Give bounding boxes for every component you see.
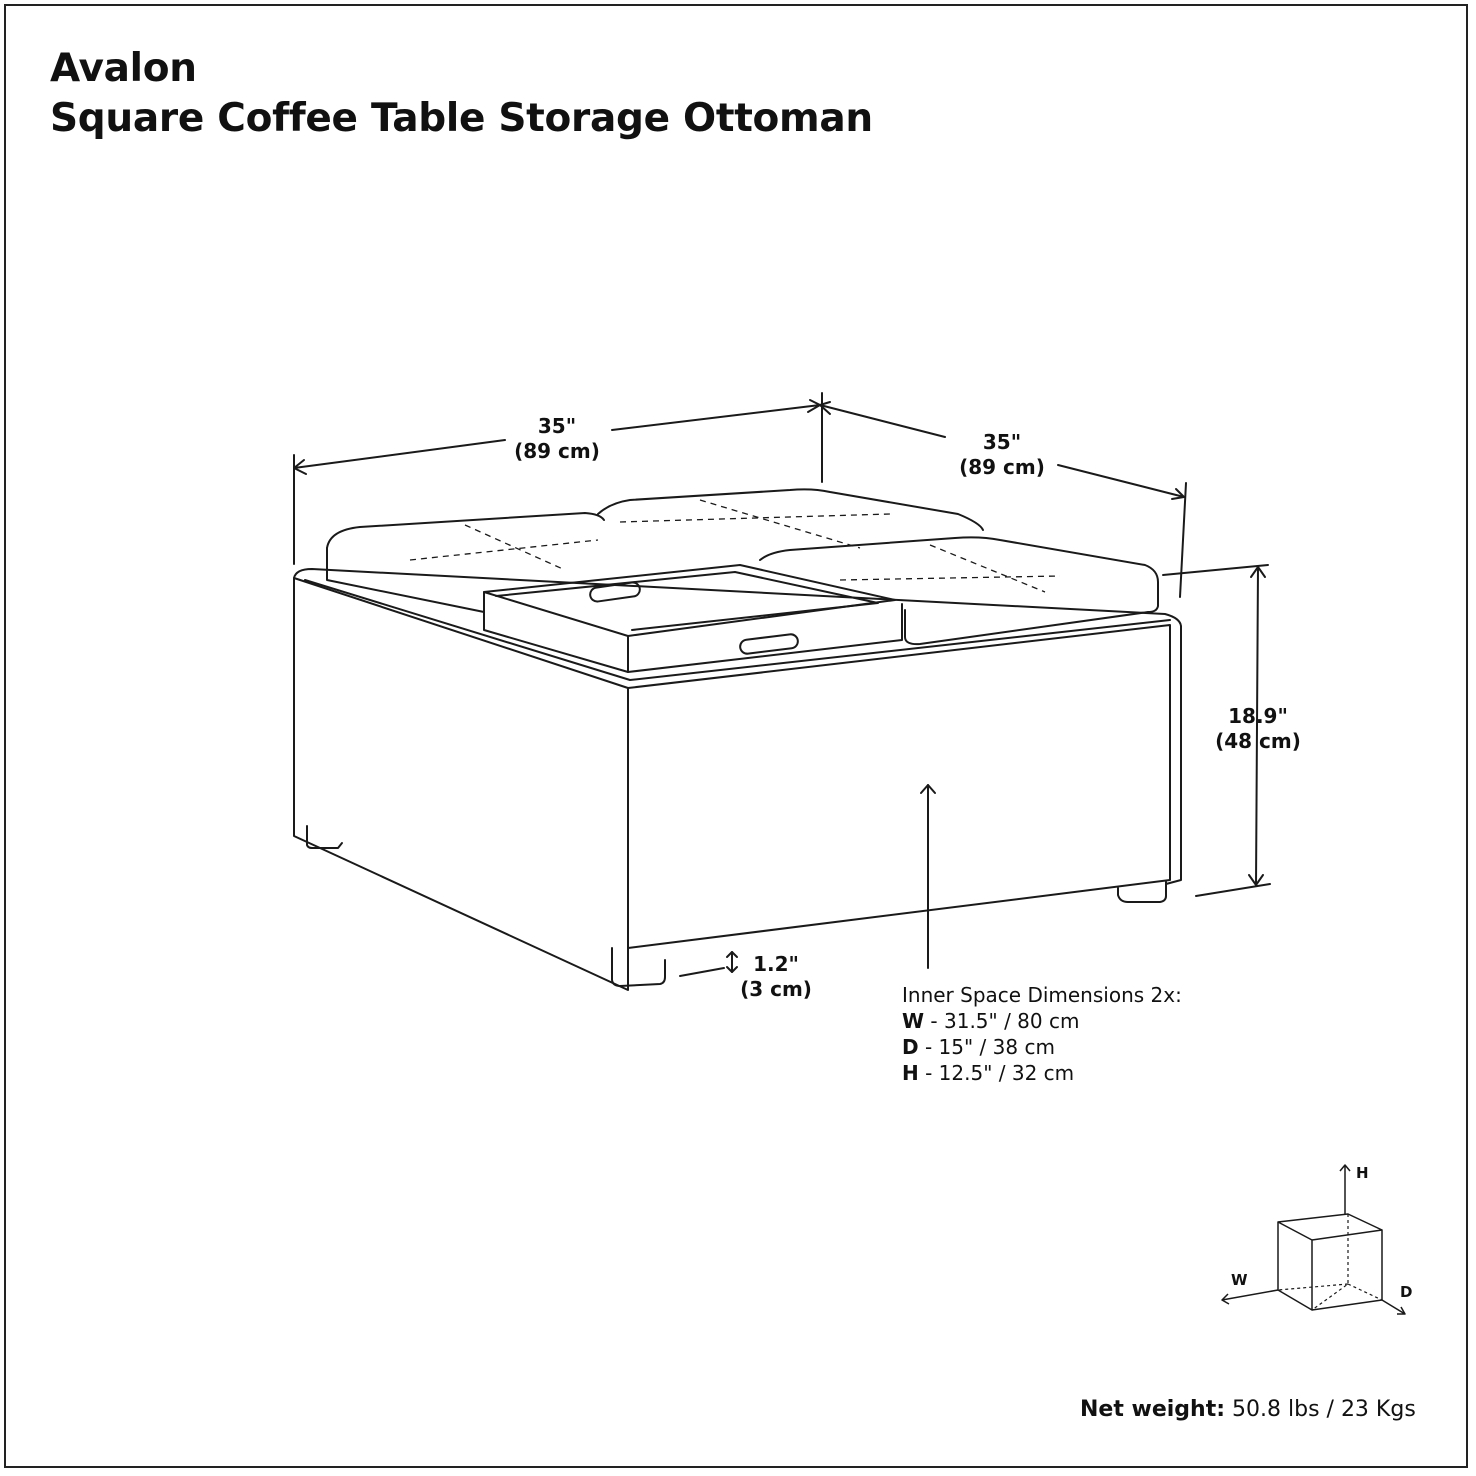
inner-space-value: - 31.5" / 80 cm (924, 1009, 1080, 1033)
axis-cube-front (1277, 1221, 1313, 1311)
dim-width-label: 35" (89 cm) (497, 414, 617, 464)
dim-height-imperial: 18.9" (1228, 704, 1288, 728)
net-weight-value: 50.8 lbs / 23 Kgs (1225, 1397, 1416, 1422)
arrowhead (1171, 488, 1185, 500)
net-weight-label: Net weight: (1080, 1397, 1226, 1422)
dim-width-imperial: 35" (537, 414, 577, 438)
cushion-back-left (326, 512, 605, 549)
inner-space-row-d: D - 15" / 38 cm (902, 1034, 1182, 1060)
product-subtitle: Square Coffee Table Storage Ottoman (50, 96, 873, 141)
dim-height-line (1255, 566, 1259, 886)
stitch-line (839, 575, 1061, 581)
stitch-line (929, 544, 1046, 593)
dim-width-line-a (293, 439, 506, 469)
stitch-line (409, 539, 599, 561)
stitch-line (464, 524, 566, 571)
arrowhead (726, 951, 738, 958)
inner-space-value: - 12.5" / 32 cm (918, 1061, 1075, 1085)
axis-cube-top (1277, 1213, 1383, 1231)
arrowhead (1248, 874, 1264, 886)
product-name: Avalon (50, 46, 197, 91)
axis-label-w: W (1231, 1271, 1248, 1289)
ottoman-top-rim (293, 568, 1182, 885)
dim-depth-metric: (89 cm) (959, 455, 1045, 479)
dim-leg-label: 1.2" (3 cm) (736, 952, 816, 1002)
tray-inner (495, 571, 879, 631)
axis-h-arrow (1339, 1164, 1351, 1214)
inner-space-key: H (902, 1061, 919, 1085)
dim-height-label: 18.9" (48 cm) (1198, 704, 1318, 754)
dim-width-line-b (611, 404, 821, 431)
dim-depth-ext-right (1179, 482, 1187, 598)
inner-space-heading: Inner Space Dimensions 2x: (902, 983, 1182, 1007)
dim-depth-line-a (819, 404, 946, 438)
inner-space-row-h: H - 12.5" / 32 cm (902, 1060, 1182, 1086)
ottoman-front-face (627, 624, 1171, 949)
inner-space-value: - 15" / 38 cm (918, 1035, 1055, 1059)
stitch-line (619, 513, 891, 523)
arrowhead (293, 459, 307, 475)
arrowhead (920, 784, 936, 794)
axis-cube-hidden (1277, 1214, 1383, 1311)
tray-sides (483, 591, 903, 673)
inner-space-dimensions: Inner Space Dimensions 2x: W - 31.5" / 8… (902, 982, 1182, 1086)
axis-label-d: D (1400, 1283, 1413, 1301)
dim-height-metric: (48 cm) (1215, 729, 1301, 753)
dim-height-ext-top (1162, 564, 1269, 576)
ottoman-rim-inner (304, 579, 1171, 681)
cushion-back-left-front (326, 547, 485, 613)
axis-w-arrow (1221, 1289, 1279, 1305)
inner-space-key: D (902, 1035, 919, 1059)
dim-leg-line (679, 967, 725, 977)
axis-label-h: H (1356, 1164, 1369, 1182)
ottoman-leg-left (306, 825, 343, 849)
dim-width-metric: (89 cm) (514, 439, 600, 463)
page-border (4, 4, 1468, 1468)
tray-handle-front (739, 633, 799, 655)
arrowhead (726, 966, 738, 973)
dim-depth-line-b (1057, 464, 1185, 498)
dim-height-ext-bottom (1195, 883, 1271, 897)
cushion-back-right (597, 488, 984, 531)
arrowhead (819, 401, 831, 415)
ottoman-leg-right (1117, 881, 1167, 903)
inner-space-row-w: W - 31.5" / 80 cm (902, 1008, 1182, 1034)
ottoman-left-face (293, 577, 629, 991)
axis-d-arrow (1381, 1299, 1406, 1315)
dim-leg-metric: (3 cm) (740, 977, 812, 1001)
net-weight: Net weight: 50.8 lbs / 23 Kgs (1080, 1397, 1416, 1422)
arrowhead (1250, 566, 1266, 578)
axis-cube-right (1311, 1229, 1383, 1311)
page-title: Avalon Square Coffee Table Storage Ottom… (50, 44, 873, 144)
tray-top (483, 564, 896, 637)
inner-space-key: W (902, 1009, 925, 1033)
dim-depth-imperial: 35" (982, 430, 1022, 454)
stitch-line (699, 499, 861, 549)
tray-handle-back (589, 581, 641, 603)
dim-depth-label: 35" (89 cm) (942, 430, 1062, 480)
cushion-front-right (759, 536, 1159, 646)
ottoman-leg-front (611, 947, 666, 987)
dim-leg-imperial: 1.2" (753, 952, 799, 976)
